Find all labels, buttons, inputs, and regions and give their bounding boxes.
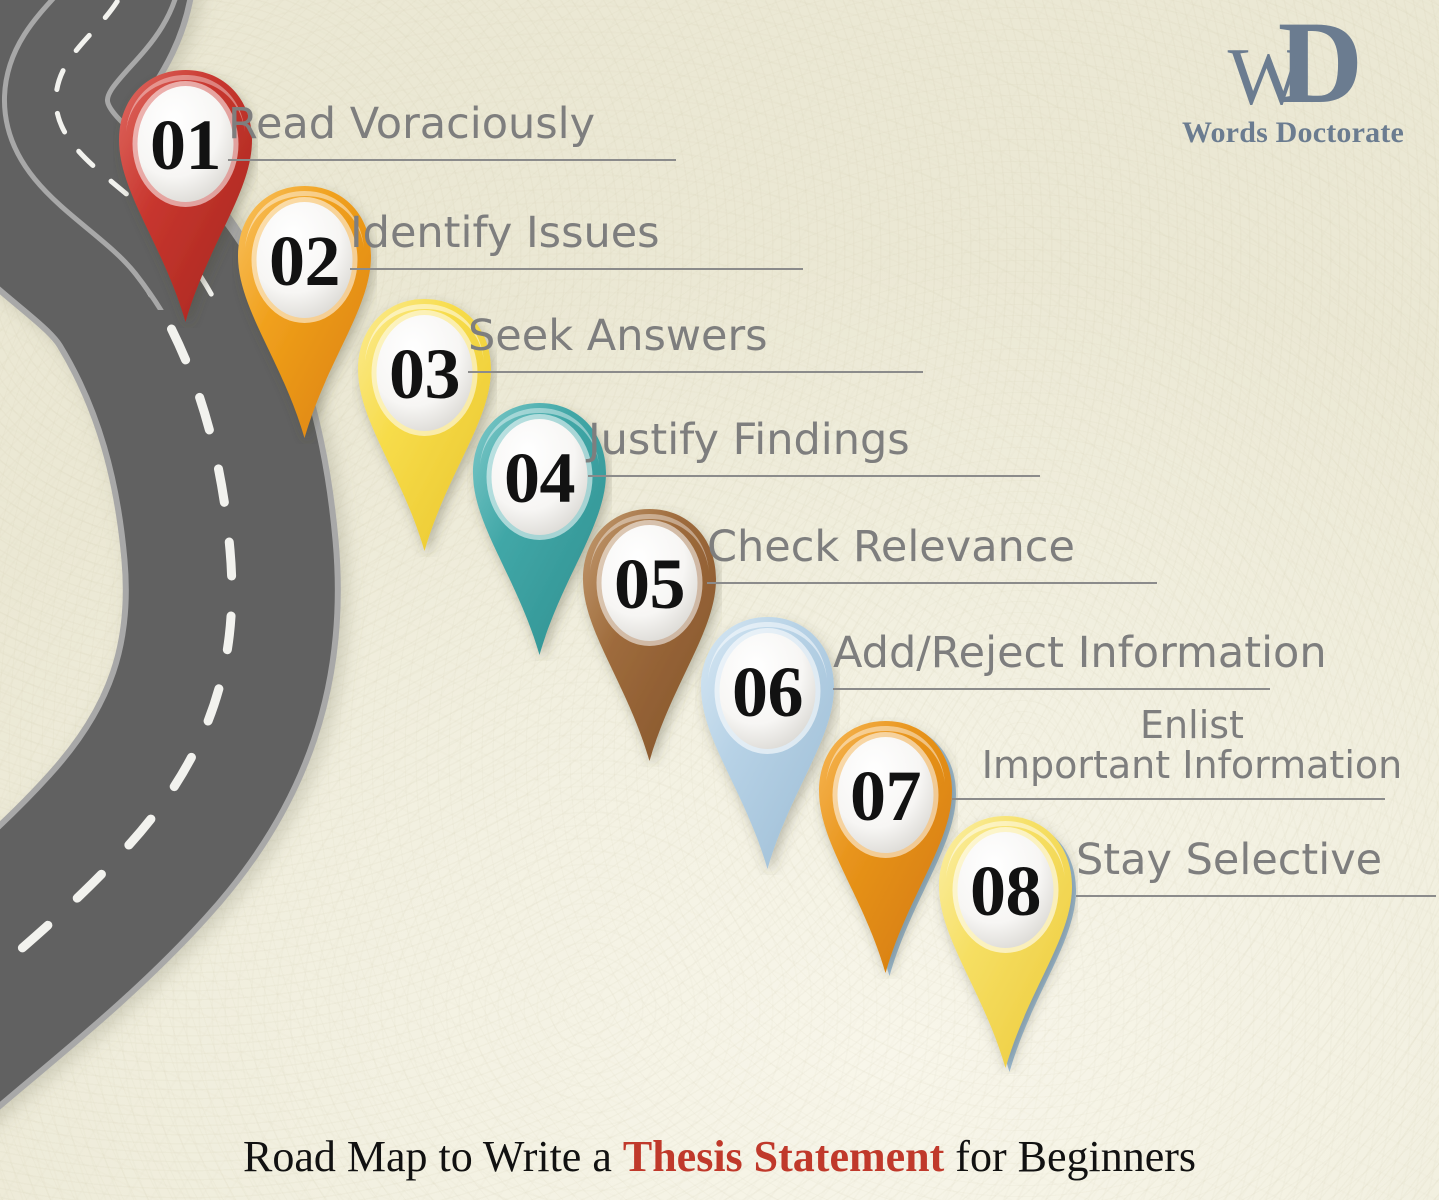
- title-highlight: Thesis Statement: [622, 1132, 945, 1181]
- step-label-06-rule: [833, 688, 1270, 690]
- pin-02-number: 02: [269, 221, 341, 301]
- pin-07-number: 07: [850, 756, 922, 836]
- step-label-06[interactable]: Add/Reject Information: [833, 628, 1327, 690]
- pin-01-number: 01: [150, 105, 222, 185]
- pin-04-shape: [473, 403, 606, 655]
- map-pin-07[interactable]: 07: [813, 717, 958, 979]
- step-label-01-text: Read Voraciously: [228, 99, 596, 149]
- step-label-07[interactable]: Enlist Important Information: [952, 703, 1432, 800]
- step-label-04[interactable]: Justify Findings: [588, 415, 1040, 477]
- step-label-05[interactable]: Check Relevance: [707, 522, 1157, 584]
- monogram-letter-d: D: [1277, 0, 1363, 128]
- pin-08-shape: [939, 816, 1076, 1072]
- map-pin-05[interactable]: 05: [577, 505, 722, 767]
- step-label-01-rule: [228, 159, 676, 161]
- step-label-07-text-line2: Important Information: [981, 742, 1403, 787]
- pin-01-shape: [119, 70, 252, 322]
- step-label-02[interactable]: Identify Issues: [350, 208, 803, 270]
- wd-monogram: D W: [1163, 4, 1423, 122]
- brand-name: Words Doctorate: [1181, 116, 1405, 149]
- title-prefix: Road Map to Write a: [242, 1132, 623, 1181]
- step-label-03-text: Seek Answers: [468, 311, 768, 361]
- map-pin-06[interactable]: 06: [695, 613, 840, 875]
- step-label-02-rule: [350, 268, 803, 270]
- pin-06-number: 06: [732, 652, 804, 732]
- monogram-letter-w: W: [1227, 31, 1305, 122]
- step-label-04-rule: [588, 475, 1040, 477]
- map-pin-03[interactable]: 03: [352, 295, 497, 557]
- pin-03-number: 03: [389, 334, 461, 414]
- pin-05-shape: [583, 509, 716, 761]
- map-pin-04[interactable]: 04: [467, 399, 612, 661]
- pin-06-shape: [701, 617, 834, 869]
- step-label-01[interactable]: Read Voraciously: [228, 99, 676, 161]
- pin-05-number: 05: [614, 544, 686, 624]
- step-label-08-text: Stay Selective: [1076, 835, 1383, 885]
- map-pin-01[interactable]: 01: [113, 66, 258, 328]
- map-pin-02[interactable]: 02: [232, 182, 377, 444]
- pin-03-shape: [358, 299, 491, 551]
- step-label-04-text: Justify Findings: [588, 415, 910, 465]
- title-suffix: for Beginners: [944, 1132, 1197, 1181]
- pin-04-number: 04: [504, 438, 576, 518]
- step-label-08[interactable]: Stay Selective: [1076, 835, 1436, 897]
- pin-02-shape: [238, 186, 371, 438]
- map-pin-08[interactable]: 08: [933, 812, 1078, 1074]
- step-label-05-text: Check Relevance: [707, 522, 1075, 572]
- step-label-05-rule: [707, 582, 1157, 584]
- step-label-03-rule: [468, 371, 923, 373]
- step-label-07-text-line1: Enlist: [1140, 703, 1244, 747]
- step-label-02-text: Identify Issues: [350, 208, 660, 258]
- pin-07-shape: [819, 721, 956, 976]
- pin-08-number: 08: [970, 851, 1042, 931]
- step-label-07-rule: [952, 798, 1385, 800]
- step-label-03[interactable]: Seek Answers: [468, 311, 923, 373]
- page-title: Road Map to Write a Thesis Statement for…: [0, 1131, 1439, 1182]
- brand-logo[interactable]: D W Words Doctorate: [1163, 4, 1423, 150]
- step-label-06-text: Add/Reject Information: [833, 628, 1327, 678]
- step-label-08-rule: [1076, 895, 1436, 897]
